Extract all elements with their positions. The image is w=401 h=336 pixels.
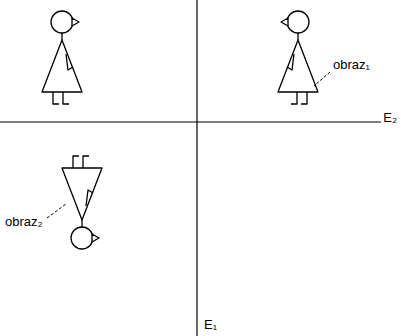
axis-label: E₁ — [203, 318, 218, 331]
image-label: obraz₂ — [4, 215, 44, 228]
axis-e2 — [0, 121, 381, 122]
mirror-image-figure — [62, 156, 102, 249]
axis-e1 — [196, 0, 197, 336]
leader-line — [47, 204, 66, 218]
axis-label: E₂ — [382, 111, 398, 124]
image-label: obraz₁ — [332, 58, 371, 71]
leader-line — [314, 72, 330, 86]
original-figure — [42, 11, 82, 104]
mirror-image-figure — [278, 11, 318, 104]
